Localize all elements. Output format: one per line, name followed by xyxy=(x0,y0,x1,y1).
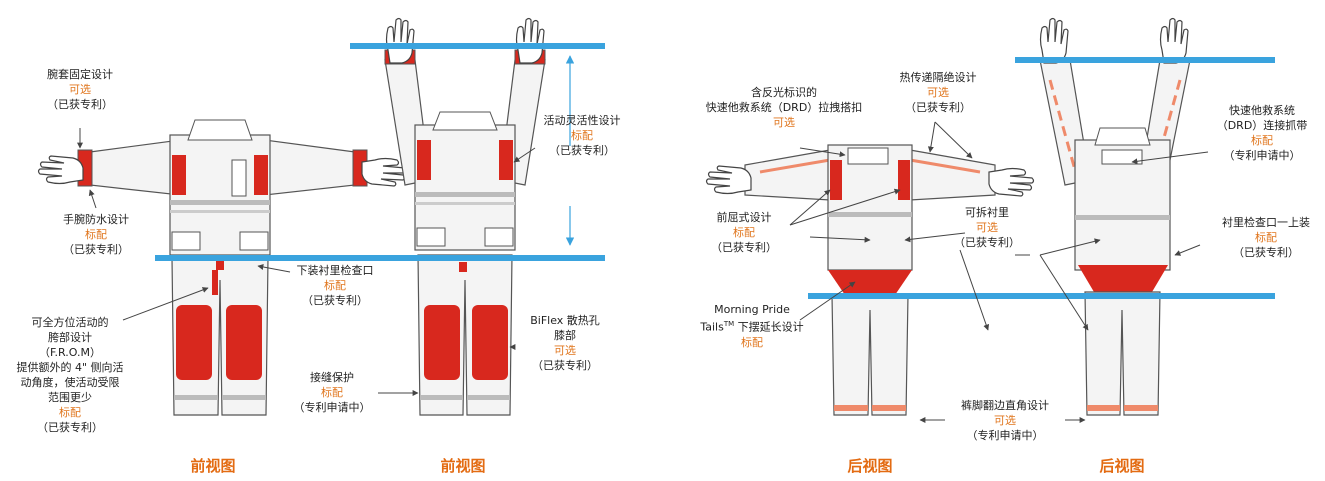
label-hem-title: 裤脚翻边直角设计 xyxy=(961,399,1049,412)
label-thermal-title: 热传递隔绝设计 xyxy=(899,71,977,84)
label-wrist-patent: （已获专利） xyxy=(63,243,129,256)
label-drd-pull-l1: 含反光标识的 xyxy=(751,86,817,99)
figure-back-arms-out xyxy=(705,144,1035,416)
label-bend-patent: （已获专利） xyxy=(711,241,777,254)
figure-front-arms-out xyxy=(37,119,408,416)
label-cuff-patent: （已获专利） xyxy=(47,98,113,111)
leader-lines xyxy=(77,121,1209,423)
caption-front-view-2: 前视图 xyxy=(440,457,486,475)
caption-front-view-1: 前视图 xyxy=(190,457,236,475)
label-drd-strap-status: 标配 xyxy=(1251,134,1273,147)
label-drd-strap: 快速他救系统 （DRD）连接抓带 标配 （专利申请中） xyxy=(1217,103,1308,163)
label-drd-pull-status: 可选 xyxy=(773,116,795,129)
label-biflex-status: 可选 xyxy=(553,344,576,357)
label-crotch-status: 标配 xyxy=(59,406,81,419)
label-inspect-lower-patent: （已获专利） xyxy=(302,294,368,307)
label-crotch: 可全方位活动的 胯部设计 （F.R.O.M） 提供额外的 4" 侧向活 动角度，… xyxy=(16,315,123,435)
label-drd-pull: 含反光标识的 快速他救系统（DRD）拉拽搭扣 可选 xyxy=(706,85,863,130)
label-mobility-status: 标配 xyxy=(571,129,593,142)
label-seam: 接缝保护 标配 （专利申请中） xyxy=(294,370,371,415)
label-crotch-l1: 可全方位活动的 xyxy=(31,316,109,329)
label-mobility: 活动灵活性设计 标配 （已获专利） xyxy=(544,113,621,158)
label-drd-strap-l1: 快速他救系统 xyxy=(1229,104,1295,117)
label-crotch-l4: 提供额外的 4" 侧向活 xyxy=(16,361,124,374)
label-crotch-patent: （已获专利） xyxy=(37,421,103,434)
label-wrist: 手腕防水设计 标配 （已获专利） xyxy=(63,212,129,257)
figure-back-arms-up xyxy=(1039,17,1191,416)
caption-back-view-2: 后视图 xyxy=(1099,457,1145,475)
label-cuff-status: 可选 xyxy=(69,83,91,96)
label-thermal-patent: （已获专利） xyxy=(905,101,971,114)
label-inspect-lower: 下装衬里检查口 标配 （已获专利） xyxy=(297,263,374,308)
label-seam-status: 标配 xyxy=(321,386,343,399)
guide-lines xyxy=(155,43,1275,299)
label-tails-l2: TailsTM 下摆延长设计 xyxy=(700,320,804,334)
label-drd-strap-patent: （专利申请中） xyxy=(1223,149,1301,162)
label-drd-strap-l2: （DRD）连接抓带 xyxy=(1216,119,1308,132)
label-inspect-lower-title: 下装衬里检查口 xyxy=(296,264,374,277)
label-liner-status: 可选 xyxy=(976,221,998,234)
label-crotch-l5: 动角度，使活动受限 xyxy=(20,376,120,389)
label-inspect-upper: 衬里检查口一上装 标配 （已获专利） xyxy=(1222,215,1310,260)
label-biflex-part: 膝部 xyxy=(553,329,576,342)
label-cuff: 腕套固定设计 可选 （已获专利） xyxy=(47,67,113,112)
label-tails: Morning Pride TailsTM 下摆延长设计 标配 xyxy=(700,302,803,350)
label-liner: 可拆衬里 可选 （已获专利） xyxy=(954,205,1020,250)
label-drd-pull-l2: 快速他救系统（DRD）拉拽搭扣 xyxy=(705,101,863,114)
label-biflex: BiFlex 散热孔 膝部 可选 （已获专利） xyxy=(530,313,600,373)
label-wrist-title: 手腕防水设计 xyxy=(63,213,129,226)
label-wrist-status: 标配 xyxy=(85,228,107,241)
label-hem: 裤脚翻边直角设计 可选 （专利申请中） xyxy=(961,398,1049,443)
label-inspect-upper-title: 衬里检查口一上装 xyxy=(1222,216,1310,229)
label-tails-status: 标配 xyxy=(741,335,763,349)
label-thermal-status: 可选 xyxy=(927,86,949,99)
label-bend-title: 前屈式设计 xyxy=(716,211,772,224)
label-hem-status: 可选 xyxy=(994,414,1016,427)
label-biflex-title: BiFlex 散热孔 xyxy=(530,314,600,327)
label-liner-title: 可拆衬里 xyxy=(965,206,1009,219)
label-biflex-patent: （已获专利） xyxy=(531,359,598,372)
label-seam-title: 接缝保护 xyxy=(310,371,354,384)
label-cuff-title: 腕套固定设计 xyxy=(47,68,113,81)
label-hem-patent: （专利申请中） xyxy=(966,429,1044,442)
label-tails-l1: Morning Pride xyxy=(714,303,790,316)
label-crotch-l3: （F.R.O.M） xyxy=(38,346,101,359)
label-mobility-title: 活动灵活性设计 xyxy=(543,114,621,127)
label-inspect-lower-status: 标配 xyxy=(324,279,346,292)
label-thermal: 热传递隔绝设计 可选 （已获专利） xyxy=(900,70,977,115)
label-inspect-upper-status: 标配 xyxy=(1255,231,1277,244)
label-inspect-upper-patent: （已获专利） xyxy=(1233,246,1299,259)
label-seam-patent: （专利申请中） xyxy=(293,401,371,414)
label-crotch-l6: 范围更少 xyxy=(48,391,92,404)
label-bend: 前屈式设计 标配 （已获专利） xyxy=(711,210,777,255)
label-crotch-l2: 胯部设计 xyxy=(48,331,92,344)
caption-back-view-1: 后视图 xyxy=(847,457,893,475)
figure-front-arms-up xyxy=(384,17,546,416)
label-bend-status: 标配 xyxy=(733,226,755,239)
label-liner-patent: （已获专利） xyxy=(954,236,1020,249)
label-mobility-patent: （已获专利） xyxy=(549,144,615,157)
